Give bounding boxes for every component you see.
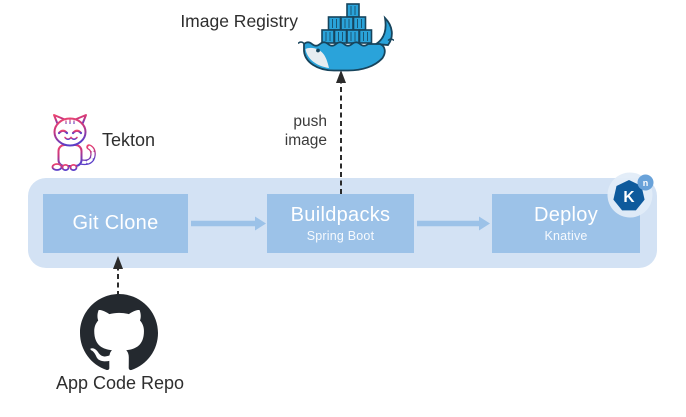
push-image-label-line2: image: [284, 131, 327, 149]
image-registry-label: Image Registry: [180, 11, 298, 31]
task-deploy: Deploy Knative: [492, 194, 640, 253]
task-title: Git Clone: [72, 212, 159, 234]
app-code-repo-label: App Code Repo: [55, 373, 185, 393]
task-title: Buildpacks: [290, 203, 391, 226]
push-image-label-line1: push: [293, 113, 327, 130]
task-subtitle: Spring Boot: [306, 228, 375, 243]
tekton-cat-icon: [51, 114, 96, 172]
task-title: Deploy: [533, 203, 599, 226]
task-git-clone: Git Clone: [43, 194, 188, 253]
tekton-label: Tekton: [102, 130, 156, 150]
task-subtitle: Knative: [544, 228, 588, 243]
task-buildpacks: Buildpacks Spring Boot: [267, 194, 414, 253]
push-image-arrow: [336, 70, 346, 194]
push-image-label: push image: [247, 113, 327, 150]
github-octocat-icon: [80, 294, 158, 371]
docker-whale-icon: [298, 3, 394, 72]
